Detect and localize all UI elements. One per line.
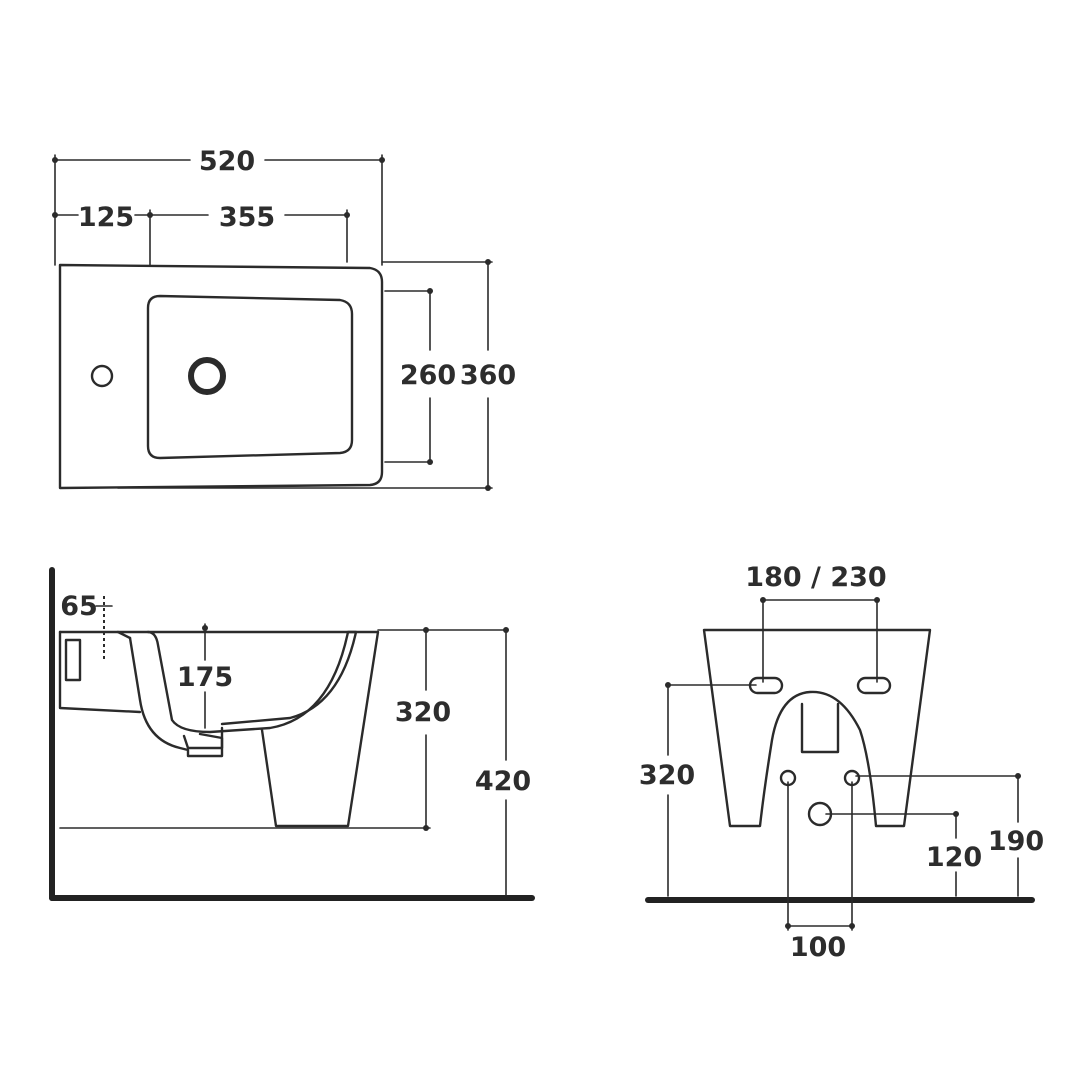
dim-dot: [665, 682, 671, 688]
dim-label-supply-spacing: 100: [790, 932, 846, 963]
dim-dot: [485, 259, 491, 265]
dim-dot: [344, 212, 350, 218]
side-view-body-outline: [58, 630, 380, 828]
dim-label-bolt-height: 320: [639, 760, 695, 791]
top-view: 520 125 355 260 360: [52, 146, 516, 491]
dim-label-rim-height: 420: [475, 766, 531, 797]
dim-label-rim-depth: 175: [177, 662, 233, 693]
dim-label-tap-offset: 125: [78, 202, 134, 233]
dim-label-supply-height: 190: [988, 826, 1044, 857]
dim-dot: [785, 923, 791, 929]
dim-dot: [52, 157, 58, 163]
side-view: 65 175 320 420: [49, 567, 535, 901]
top-view-body-outline: [58, 263, 384, 490]
dim-dot: [953, 811, 959, 817]
dim-label-waste-height: 120: [926, 842, 982, 873]
dim-dot: [423, 825, 429, 831]
dim-label-overall-width: 360: [460, 360, 516, 391]
top-view-bowl-outline: [146, 294, 354, 460]
dim-dot: [1015, 773, 1021, 779]
dim-dot: [427, 288, 433, 294]
dim-dot: [379, 157, 385, 163]
fixing-slot-right: [856, 676, 892, 695]
side-view-waste-outlet: [182, 732, 224, 750]
side-view-rim-detail: [116, 630, 358, 726]
rear-view-inlet-outline: [800, 702, 840, 754]
dim-dot: [423, 627, 429, 633]
dim-dot: [147, 212, 153, 218]
dim-dot: [849, 923, 855, 929]
drain-hole: [188, 357, 226, 395]
dim-dot: [202, 625, 208, 631]
dim-label-overflow-height: 65: [60, 591, 98, 622]
dim-dot: [874, 597, 880, 603]
dim-label-body-height: 320: [395, 697, 451, 728]
dim-label-bowl-length: 355: [219, 202, 275, 233]
dim-label-overall-length: 520: [199, 146, 255, 177]
dim-dot: [760, 597, 766, 603]
side-view-bowl-inner: [128, 636, 224, 758]
rear-view: 180 / 230 320 190 120 100: [639, 562, 1044, 963]
dim-label-bowl-width: 260: [400, 360, 456, 391]
tap-hole: [90, 364, 114, 388]
side-view-wall-bracket: [58, 630, 142, 714]
rear-view-body-outline: [702, 628, 932, 828]
dim-dot: [427, 459, 433, 465]
dim-dot: [52, 212, 58, 218]
dim-label-bolt-spacing: 180 / 230: [745, 562, 886, 593]
dim-dot: [485, 485, 491, 491]
dim-dot: [503, 627, 509, 633]
